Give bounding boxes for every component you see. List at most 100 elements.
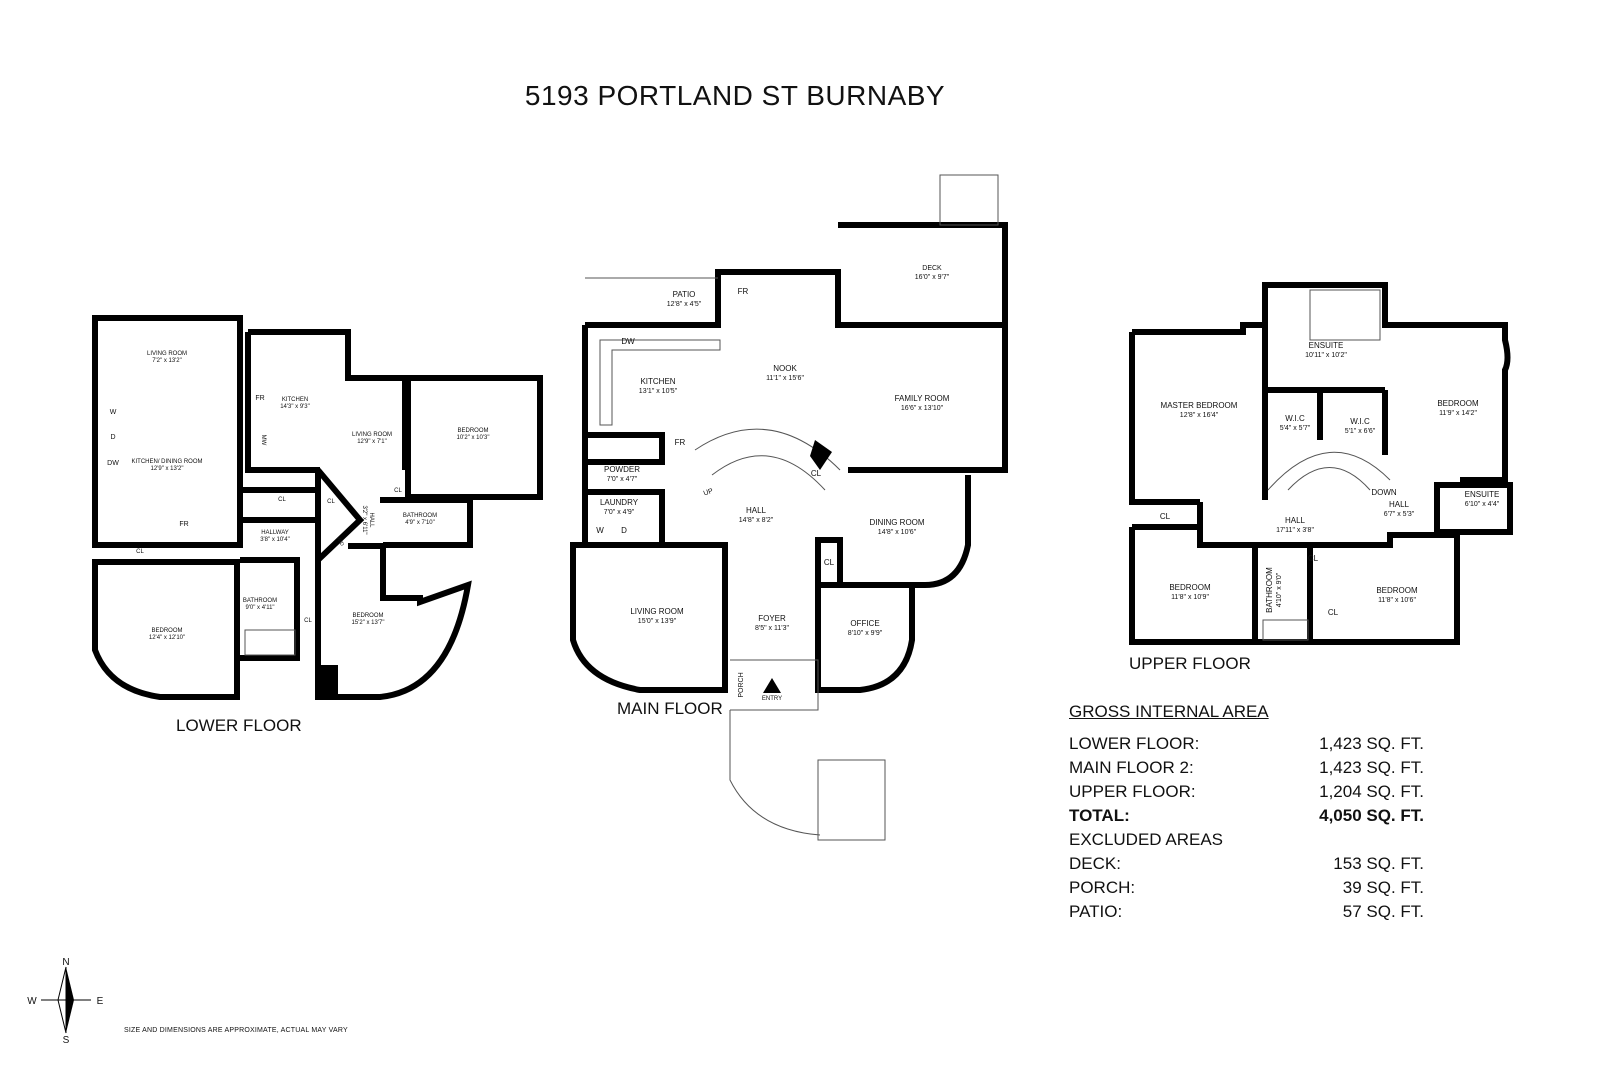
- area-heading: GROSS INTERNAL AREA: [1069, 702, 1269, 721]
- room-dim: 3'8" x 10'4": [260, 537, 290, 543]
- mark: CL: [394, 488, 402, 494]
- main-floor-label: MAIN FLOOR: [617, 699, 723, 718]
- room-dim: 11'1" x 15'6": [766, 375, 804, 382]
- mark: CL: [304, 618, 312, 624]
- room-dim: 8'5" x 11'3": [755, 625, 789, 632]
- compass-rose-icon: N S E W: [27, 957, 104, 1045]
- mark: ENTRY: [762, 696, 782, 702]
- room-name: LIVING ROOM: [630, 607, 684, 616]
- room-name: BEDROOM: [151, 628, 182, 634]
- excluded-value: 57 SQ. FT.: [1342, 902, 1424, 921]
- room-dim: 6'7" x 5'3": [1384, 511, 1415, 518]
- room-name: HALL: [1285, 516, 1306, 525]
- room-dim: 4'9" x 7'10": [405, 520, 435, 526]
- room-name: KITCHEN: [640, 377, 675, 386]
- room-dim: 11'9" x 14'2": [1439, 410, 1477, 417]
- room-dim: 10'2" x 10'3": [457, 435, 490, 441]
- mark: DW: [107, 460, 119, 467]
- mark: UP: [703, 488, 715, 498]
- room-dim: 7'0" x 4'9": [604, 509, 635, 516]
- compass-e: E: [97, 996, 104, 1007]
- room-dim: 14'8" x 8'2": [739, 517, 774, 524]
- room-name: ENSUITE: [1309, 341, 1344, 350]
- area-value: 1,423 SQ. FT.: [1319, 758, 1424, 777]
- room-name: BEDROOM: [1376, 586, 1418, 595]
- room-name: BEDROOM: [352, 613, 383, 619]
- area-label: LOWER FLOOR:: [1069, 734, 1200, 753]
- room-name: DECK: [922, 265, 942, 272]
- plan-title: 5193 PORTLAND ST BURNABY: [524, 80, 946, 111]
- room-dim: 8'10" x 9'9": [848, 630, 883, 637]
- room-name: FAMILY ROOM: [895, 394, 950, 403]
- room-dim: 12'8" x 4'5": [667, 301, 702, 308]
- mark: CL: [1328, 608, 1339, 617]
- room-name: KITCHEN: [282, 397, 308, 403]
- compass-w: W: [27, 996, 37, 1007]
- room-dim: 17'11" x 3'8": [1276, 527, 1314, 534]
- lower-floor-label: LOWER FLOOR: [176, 716, 302, 735]
- room-dim: 15'2" x 13'7": [352, 620, 385, 626]
- upper-marks: CL CL CL DOWN: [1160, 488, 1397, 617]
- compass-s: S: [63, 1035, 70, 1045]
- lower-marks: W D DW FR CL CL CL CL CL FR MW W/D: [107, 395, 402, 624]
- gross-internal-area-table: GROSS INTERNAL AREA LOWER FLOOR: 1,423 S…: [1069, 702, 1424, 924]
- room-dim: 7'2" x 13'2": [152, 358, 182, 364]
- area-value: 1,423 SQ. FT.: [1319, 734, 1424, 753]
- room-name: ENSUITE: [1465, 490, 1500, 499]
- room-name: W.I.C: [1350, 417, 1370, 426]
- room-name: HALL: [1389, 500, 1410, 509]
- room-name: FOYER: [758, 614, 786, 623]
- excluded-label: PATIO:: [1069, 902, 1123, 921]
- room-name: NOOK: [773, 364, 797, 373]
- area-row: LOWER FLOOR: 1,423 SQ. FT.: [1069, 732, 1424, 756]
- mark: CL: [278, 497, 286, 503]
- room-name: HALLWAY: [261, 530, 289, 536]
- room-name: W.I.C: [1285, 414, 1305, 423]
- compass-n: N: [62, 957, 69, 968]
- mark: D: [110, 434, 115, 441]
- mark: CL: [811, 469, 822, 478]
- room-name: BEDROOM: [1169, 583, 1211, 592]
- room-name: HALL: [746, 506, 767, 515]
- room-dim: 11'8" x 10'6": [1378, 597, 1416, 604]
- room-name: HALL: [368, 512, 374, 528]
- upper-floor-walls: [1129, 282, 1513, 645]
- room-name: PATIO: [673, 290, 696, 299]
- room-dim: 3'2" x 6'11": [361, 505, 367, 534]
- area-row: MAIN FLOOR 2: 1,423 SQ. FT.: [1069, 756, 1424, 780]
- mark: DOWN: [1371, 488, 1397, 497]
- upper-floor-label: UPPER FLOOR: [1129, 654, 1251, 673]
- room-dim: 14'8" x 10'6": [878, 529, 917, 536]
- mark: CL: [327, 499, 335, 505]
- room-dim: 16'6" x 13'10": [901, 405, 944, 412]
- area-label: UPPER FLOOR:: [1069, 782, 1196, 801]
- mark: PORCH: [738, 672, 745, 697]
- mark: CL: [136, 549, 144, 555]
- excluded-row: DECK: 153 SQ. FT.: [1069, 852, 1424, 876]
- room-dim: 13'1" x 10'5": [639, 388, 678, 395]
- mark: MW: [260, 435, 266, 446]
- room-name: BEDROOM: [1437, 399, 1479, 408]
- mark: CL: [824, 558, 835, 567]
- mark: W/D: [335, 536, 345, 548]
- disclaimer: SIZE AND DIMENSIONS ARE APPROXIMATE, ACT…: [124, 1027, 348, 1034]
- area-value: 4,050 SQ. FT.: [1319, 806, 1424, 825]
- room-dim: 6'10" x 4'4": [1465, 501, 1500, 508]
- room-name: BATHROOM: [1265, 567, 1274, 613]
- mark: FR: [738, 287, 749, 296]
- room-dim: 10'11" x 10'2": [1305, 352, 1347, 359]
- area-label: TOTAL:: [1069, 806, 1130, 825]
- room-name: BATHROOM: [403, 513, 437, 519]
- area-total-row: TOTAL: 4,050 SQ. FT.: [1069, 804, 1424, 828]
- room-dim: 5'4" x 5'7": [1280, 425, 1311, 432]
- mark: DW: [621, 337, 635, 346]
- room-dim: 12'4" x 12'10": [149, 635, 185, 641]
- room-dim: 7'0" x 4'7": [607, 476, 638, 483]
- room-dim: 14'3" x 9'3": [280, 404, 310, 410]
- excluded-label: DECK:: [1069, 854, 1121, 873]
- lower-floor-walls: [92, 315, 543, 700]
- mark: FR: [675, 438, 686, 447]
- room-name: DINING ROOM: [869, 518, 924, 527]
- room-dim: 12'9" x 7'1": [357, 439, 387, 445]
